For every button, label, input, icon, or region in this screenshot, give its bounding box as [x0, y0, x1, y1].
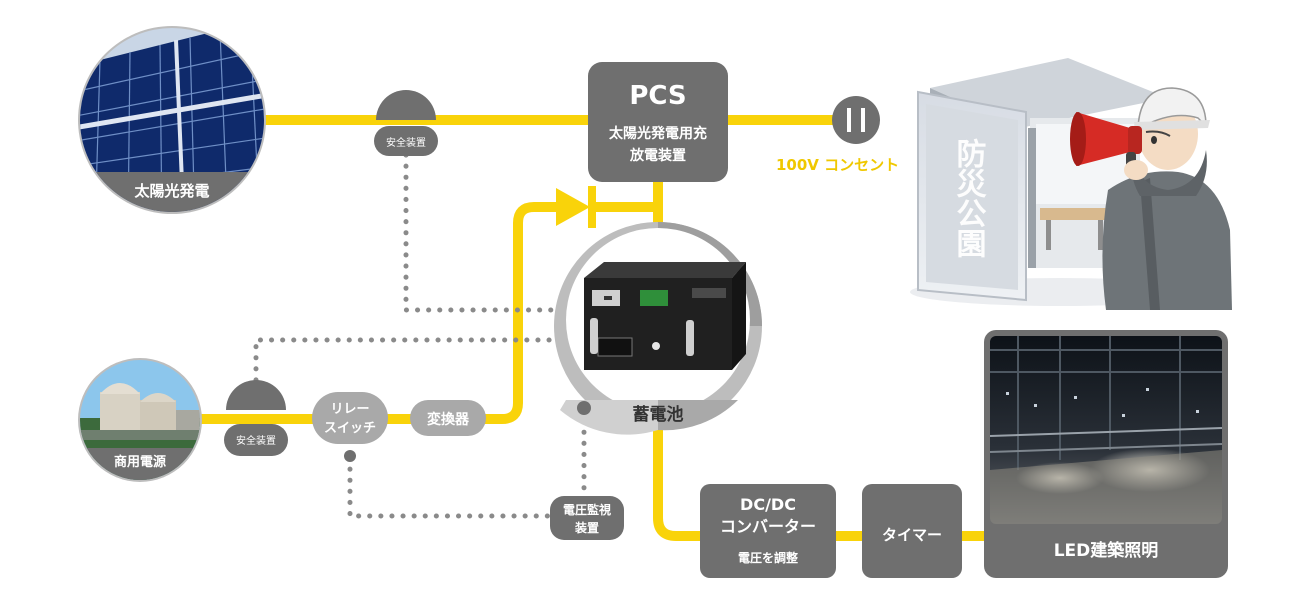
outlet-icon — [832, 96, 880, 144]
timer-label: タイマー — [882, 526, 942, 544]
shelter-with-megaphone-worker: 防災公園 — [910, 58, 1232, 310]
battery-unit: 蓄電池 — [554, 222, 762, 435]
commercial-label: 商用電源 — [114, 454, 166, 470]
pcs-line1: 太陽光発電用充 — [609, 125, 707, 142]
voltage-line2: 装置 — [574, 520, 599, 535]
pcs-title: PCS — [629, 81, 686, 111]
led-lighting: LED建築照明 — [984, 330, 1228, 578]
relay-line1: リレー — [330, 402, 369, 417]
pcs-box: PCS 太陽光発電用充 放電装置 — [588, 62, 728, 182]
outlet-label: 100V コンセント — [776, 156, 899, 174]
pcs-line2: 放電装置 — [629, 147, 686, 164]
park-sign: 防災公園 — [951, 138, 987, 258]
dcdc-line3: 電圧を調整 — [738, 550, 798, 565]
safety-device-bottom: 安全装置 — [224, 380, 288, 456]
power-plant-photo: 商用電源 — [78, 358, 202, 482]
relay-switch: リレー スイッチ — [312, 392, 388, 462]
timer: タイマー — [862, 484, 962, 578]
voltage-line1: 電圧監視 — [563, 502, 611, 517]
signal-lines — [253, 152, 587, 519]
led-lighting-photo — [990, 336, 1222, 524]
led-label: LED建築照明 — [1054, 540, 1159, 561]
diode-icon — [556, 186, 663, 228]
relay-line2: スイッチ — [324, 421, 376, 436]
dcdc-line1: DC/DC — [740, 495, 796, 514]
dcdc-converter: DC/DC コンバーター 電圧を調整 — [700, 484, 836, 578]
battery-label: 蓄電池 — [633, 404, 684, 425]
converter: 変換器 — [410, 400, 486, 436]
safety-device-top: 安全装置 — [374, 90, 438, 156]
safety-top-label: 安全装置 — [386, 136, 426, 149]
voltage-monitor: 電圧監視 装置 — [550, 496, 624, 540]
dcdc-line2: コンバーター — [720, 517, 816, 536]
solar-label: 太陽光発電 — [134, 182, 209, 200]
battery-unit-photo — [584, 262, 746, 370]
converter-label: 変換器 — [427, 411, 470, 428]
safety-bottom-label: 安全装置 — [236, 434, 276, 447]
